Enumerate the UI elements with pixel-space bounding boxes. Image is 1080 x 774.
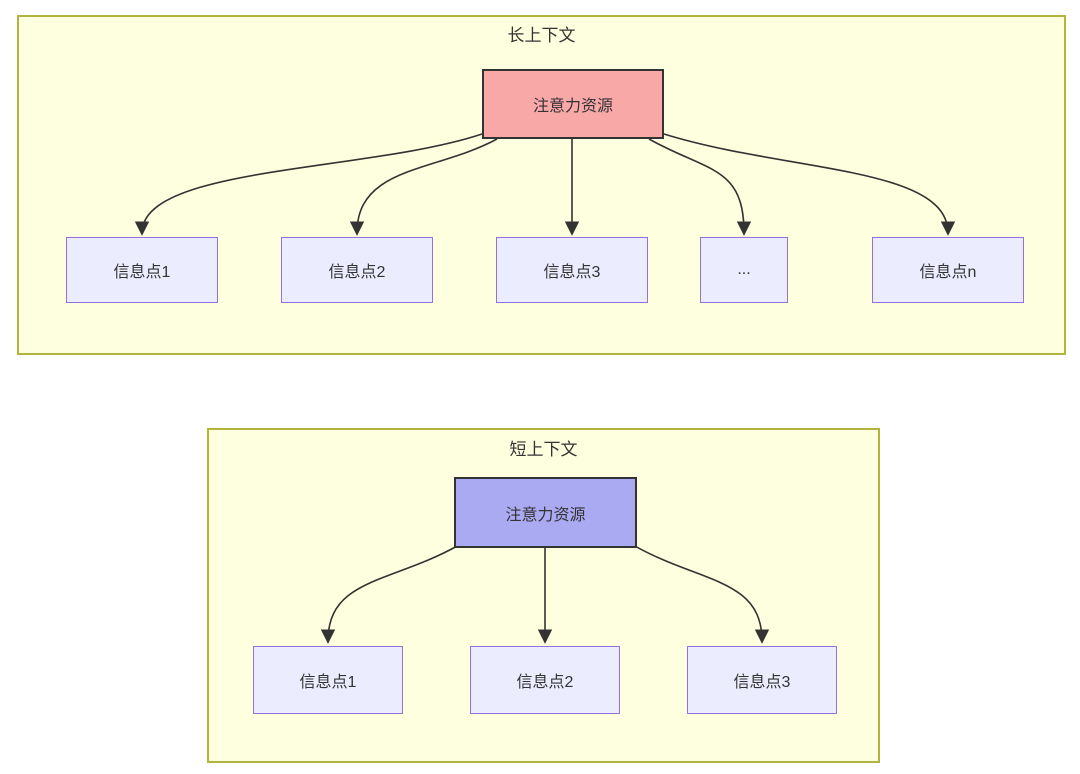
long-context-title: 长上下文 xyxy=(507,26,576,45)
short-info-point-3: 信息点3 xyxy=(687,646,837,714)
short-context-title: 短上下文 xyxy=(509,440,578,459)
long-info-point-n: 信息点n xyxy=(872,237,1024,303)
long-attention-resource-node: 注意力资源 xyxy=(482,69,664,139)
short-info-point-2: 信息点2 xyxy=(470,646,620,714)
long-info-point-ellipsis: ... xyxy=(700,237,788,303)
long-info-point-2: 信息点2 xyxy=(281,237,433,303)
short-attention-resource-node: 注意力资源 xyxy=(454,477,637,548)
long-context-container xyxy=(17,15,1066,355)
long-info-point-1: 信息点1 xyxy=(66,237,218,303)
long-info-point-3: 信息点3 xyxy=(496,237,648,303)
short-info-point-1: 信息点1 xyxy=(253,646,403,714)
